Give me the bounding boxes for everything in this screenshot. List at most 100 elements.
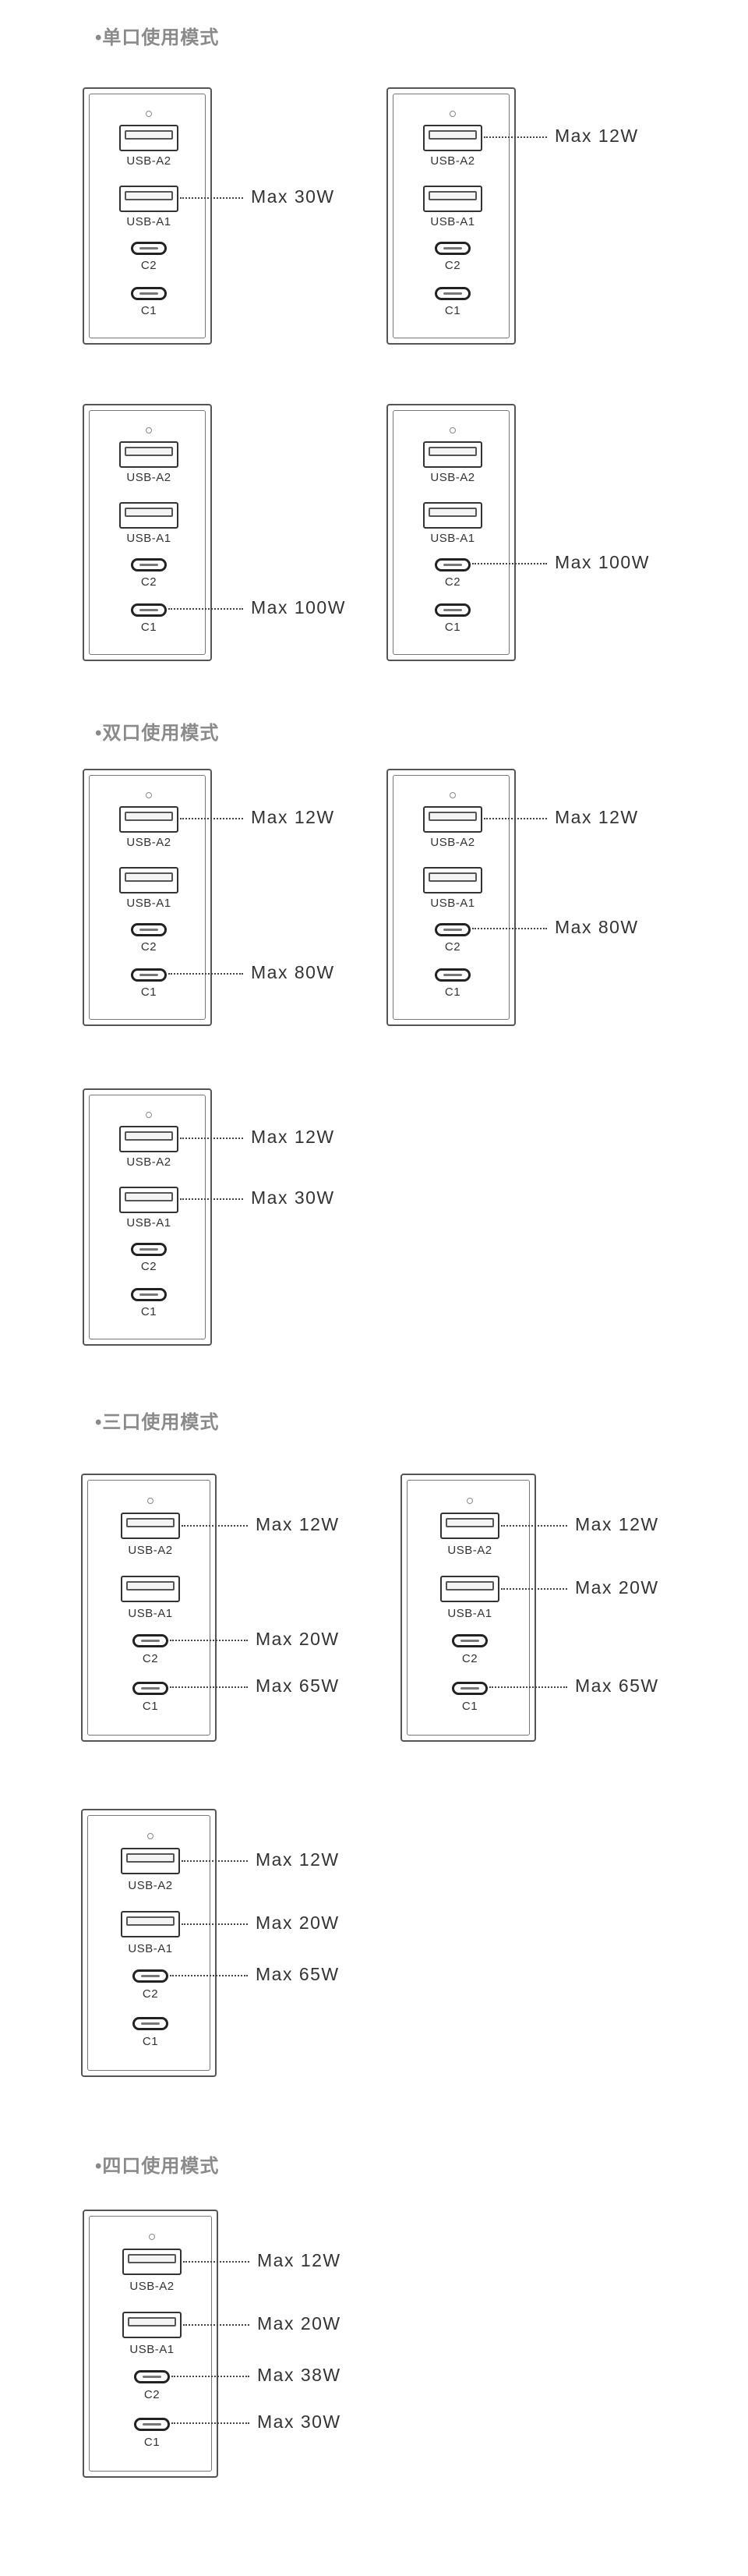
indicator-led-icon — [467, 1498, 473, 1505]
panel-inner-frame — [89, 2216, 212, 2472]
port-label-c2: C2 — [461, 1652, 478, 1666]
port-c2-usb-c-icon[interactable] — [134, 2370, 170, 2384]
leader-line-a1 — [183, 2323, 249, 2326]
max-power-a1: Max 20W — [257, 2312, 341, 2334]
port-a2-usb-a-icon[interactable] — [119, 125, 178, 151]
port-a2-usb-a-icon[interactable] — [423, 125, 482, 151]
port-a1-usb-a-icon[interactable] — [122, 2312, 182, 2339]
port-a1-usb-a-icon[interactable] — [121, 1576, 180, 1603]
port-a1-usb-a-icon[interactable] — [423, 186, 482, 212]
port-label-a2: USB-A2 — [126, 154, 171, 168]
port-c1-usb-c-icon[interactable] — [452, 1681, 488, 1695]
port-a1-usb-a-icon[interactable] — [119, 867, 178, 893]
leader-line-c2 — [171, 2375, 249, 2377]
indicator-led-icon — [450, 792, 456, 798]
port-c1-usb-c-icon[interactable] — [435, 968, 471, 982]
leader-line-a2 — [180, 818, 243, 819]
port-label-a1: USB-A1 — [128, 1941, 173, 1955]
port-a2-usb-a-icon[interactable] — [121, 1847, 180, 1874]
port-c2-usb-c-icon[interactable] — [132, 1634, 168, 1648]
port-c2-usb-c-icon[interactable] — [131, 923, 167, 936]
port-label-a2: USB-A2 — [430, 154, 475, 168]
port-c1-usb-c-icon[interactable] — [131, 603, 167, 617]
leader-line-a1 — [501, 1587, 567, 1590]
port-label-c2: C2 — [444, 940, 461, 954]
port-c1-usb-c-icon[interactable] — [134, 2417, 170, 2431]
port-a1-usb-a-icon[interactable] — [121, 1911, 180, 1938]
port-label-c1: C1 — [142, 2034, 159, 2048]
port-a2-usb-a-icon[interactable] — [423, 806, 482, 833]
port-label-c1: C1 — [140, 304, 157, 317]
port-c1-usb-c-icon[interactable] — [131, 1288, 167, 1301]
leader-line-c1 — [171, 2422, 249, 2425]
leader-line-c2 — [472, 563, 547, 564]
port-a2-usb-a-icon[interactable] — [122, 2248, 182, 2275]
port-label-a2: USB-A2 — [128, 1543, 173, 1557]
port-c2-usb-c-icon[interactable] — [435, 242, 471, 255]
port-label-c1: C1 — [140, 621, 157, 634]
port-a2-usb-a-icon[interactable] — [119, 806, 178, 833]
port-label-c1: C1 — [444, 621, 461, 634]
port-a1-usb-a-icon[interactable] — [423, 867, 482, 893]
port-c2-usb-c-icon[interactable] — [131, 1243, 167, 1256]
port-a2-usb-a-icon[interactable] — [119, 441, 178, 468]
max-power-a1: Max 30W — [251, 1187, 335, 1208]
port-c1-usb-c-icon[interactable] — [435, 287, 471, 300]
port-label-c2: C2 — [140, 575, 157, 589]
leader-line-a2 — [180, 1138, 243, 1139]
max-power-c2: Max 20W — [256, 1628, 340, 1649]
port-a2-usb-a-icon[interactable] — [440, 1512, 499, 1539]
max-power-a2: Max 12W — [251, 1127, 335, 1147]
indicator-led-icon — [146, 792, 152, 798]
leader-line-c1 — [168, 608, 243, 610]
port-label-c1: C1 — [140, 985, 157, 999]
port-label-a2: USB-A2 — [430, 836, 475, 849]
port-c2-usb-c-icon[interactable] — [452, 1634, 488, 1648]
max-power-c1: Max 100W — [251, 597, 346, 617]
port-c1-usb-c-icon[interactable] — [132, 2016, 168, 2030]
max-power-c1: Max 30W — [257, 2411, 341, 2433]
port-a2-usb-a-icon[interactable] — [119, 1126, 178, 1152]
max-power-a2: Max 12W — [257, 2249, 341, 2270]
max-power-c1: Max 80W — [251, 962, 335, 982]
port-label-c1: C1 — [444, 985, 461, 999]
indicator-led-icon — [149, 2234, 155, 2241]
leader-line-a2 — [182, 1524, 248, 1527]
port-c2-usb-c-icon[interactable] — [131, 242, 167, 255]
leader-line-c2 — [472, 928, 547, 929]
port-a2-usb-a-icon[interactable] — [121, 1512, 180, 1539]
port-label-a2: USB-A2 — [447, 1543, 492, 1557]
max-power-a2: Max 12W — [555, 807, 639, 827]
port-a1-usb-a-icon[interactable] — [440, 1576, 499, 1603]
max-power-c2: Max 80W — [555, 917, 639, 937]
port-c1-usb-c-icon[interactable] — [131, 968, 167, 982]
port-label-c2: C2 — [143, 2388, 161, 2402]
port-c1-usb-c-icon[interactable] — [131, 287, 167, 300]
port-label-a1: USB-A1 — [447, 1606, 492, 1620]
port-a1-usb-a-icon[interactable] — [423, 502, 482, 529]
port-a1-usb-a-icon[interactable] — [119, 502, 178, 529]
port-a1-usb-a-icon[interactable] — [119, 1187, 178, 1213]
port-c2-usb-c-icon[interactable] — [132, 1969, 168, 1983]
port-c1-usb-c-icon[interactable] — [435, 603, 471, 617]
leader-line-c1 — [170, 1686, 248, 1689]
port-c2-usb-c-icon[interactable] — [131, 558, 167, 571]
port-c2-usb-c-icon[interactable] — [435, 558, 471, 571]
port-label-a2: USB-A2 — [126, 836, 171, 849]
port-a1-usb-a-icon[interactable] — [119, 186, 178, 212]
port-c2-usb-c-icon[interactable] — [435, 923, 471, 936]
port-a2-usb-a-icon[interactable] — [423, 441, 482, 468]
leader-line-a2 — [484, 136, 547, 138]
port-label-a2: USB-A2 — [129, 2279, 175, 2293]
port-label-a1: USB-A1 — [126, 215, 171, 228]
port-c1-usb-c-icon[interactable] — [132, 1681, 168, 1695]
leader-line-c1 — [168, 973, 243, 975]
section-title-dual: •双口使用模式 — [95, 723, 220, 744]
